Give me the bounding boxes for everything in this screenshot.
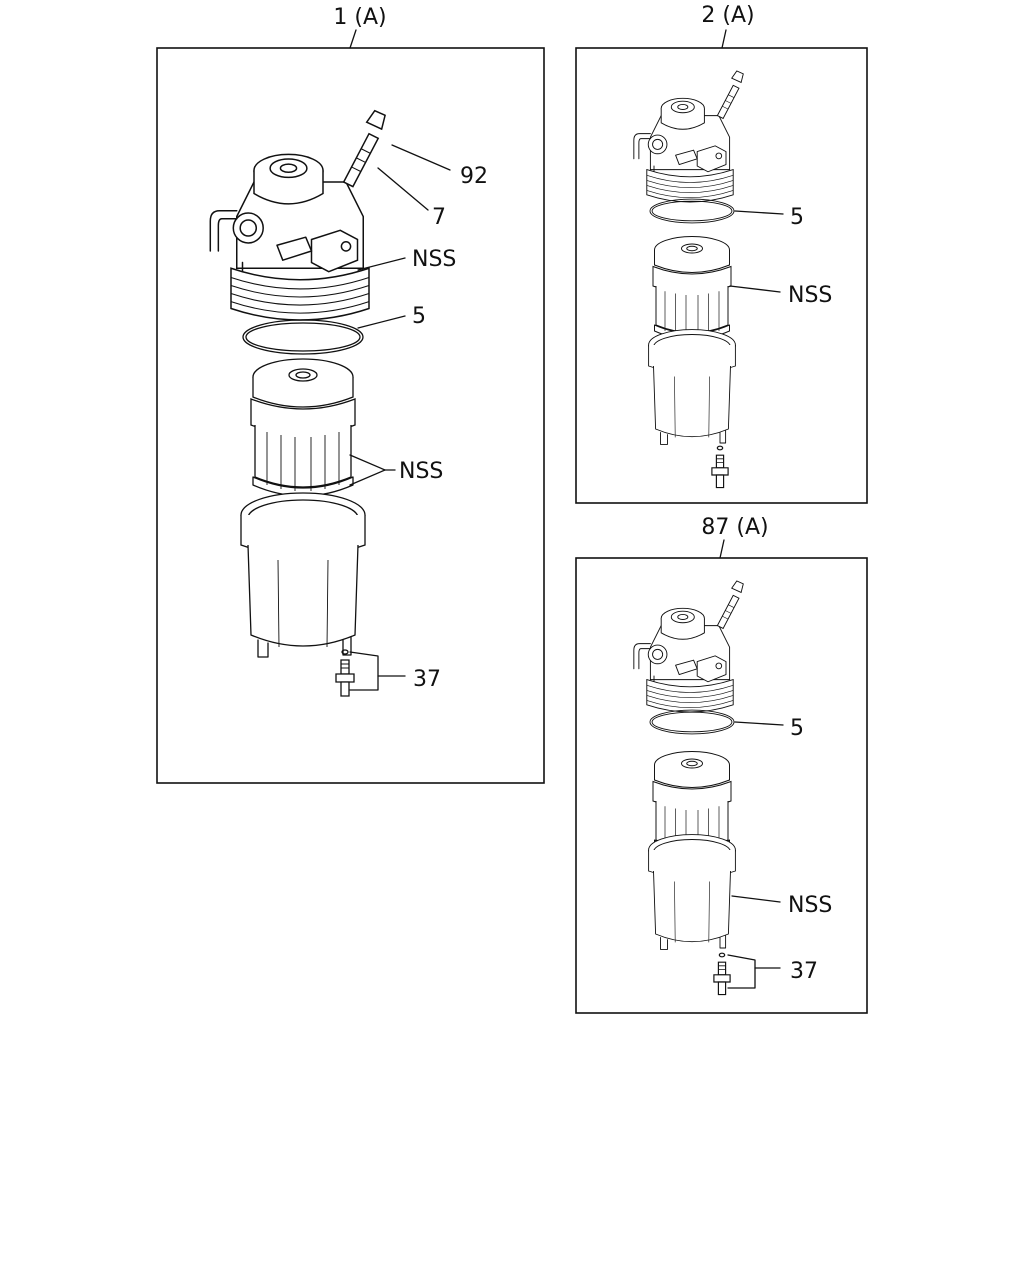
callout-nss-head: NSS xyxy=(412,247,456,272)
callout-5: 5 xyxy=(790,205,804,230)
callout-nss: NSS xyxy=(788,283,832,308)
callout-nss-element: NSS xyxy=(399,459,443,484)
drain-plug-illustration xyxy=(335,649,355,697)
o-ring-illustration xyxy=(649,198,735,224)
callout-5: 5 xyxy=(412,304,426,329)
callout-37: 37 xyxy=(413,667,441,692)
panel-3-title: 87 (A) xyxy=(701,515,768,540)
bowl-illustration xyxy=(648,834,736,950)
o-ring-illustration xyxy=(242,319,364,355)
panel-1-frame xyxy=(156,47,545,784)
panel-2: 2 (A) 5 NSS xyxy=(575,3,868,504)
filter-element-illustration xyxy=(652,236,732,340)
filter-head-illustration xyxy=(633,580,744,713)
filter-head-illustration xyxy=(633,70,744,203)
callout-nss: NSS xyxy=(788,893,832,918)
filter-element-illustration xyxy=(250,358,356,497)
bowl-illustration xyxy=(648,329,736,445)
panel-1: 1 (A) 92 7 NSS 5 NSS 37 xyxy=(156,5,545,784)
o-ring-illustration xyxy=(649,709,735,735)
callout-92: 92 xyxy=(460,164,488,189)
panel-2-title: 2 (A) xyxy=(701,3,754,28)
bowl-illustration xyxy=(240,492,366,658)
drain-plug-illustration xyxy=(711,445,729,489)
panel-3: 87 (A) 5 NSS 37 xyxy=(575,515,868,1014)
panel-3-frame xyxy=(575,557,868,1014)
panel-2-frame xyxy=(575,47,868,504)
panel-1-title: 1 (A) xyxy=(333,5,386,30)
callout-5: 5 xyxy=(790,716,804,741)
filter-head-illustration xyxy=(209,109,386,321)
callout-37: 37 xyxy=(790,959,818,984)
callout-7: 7 xyxy=(432,205,446,230)
